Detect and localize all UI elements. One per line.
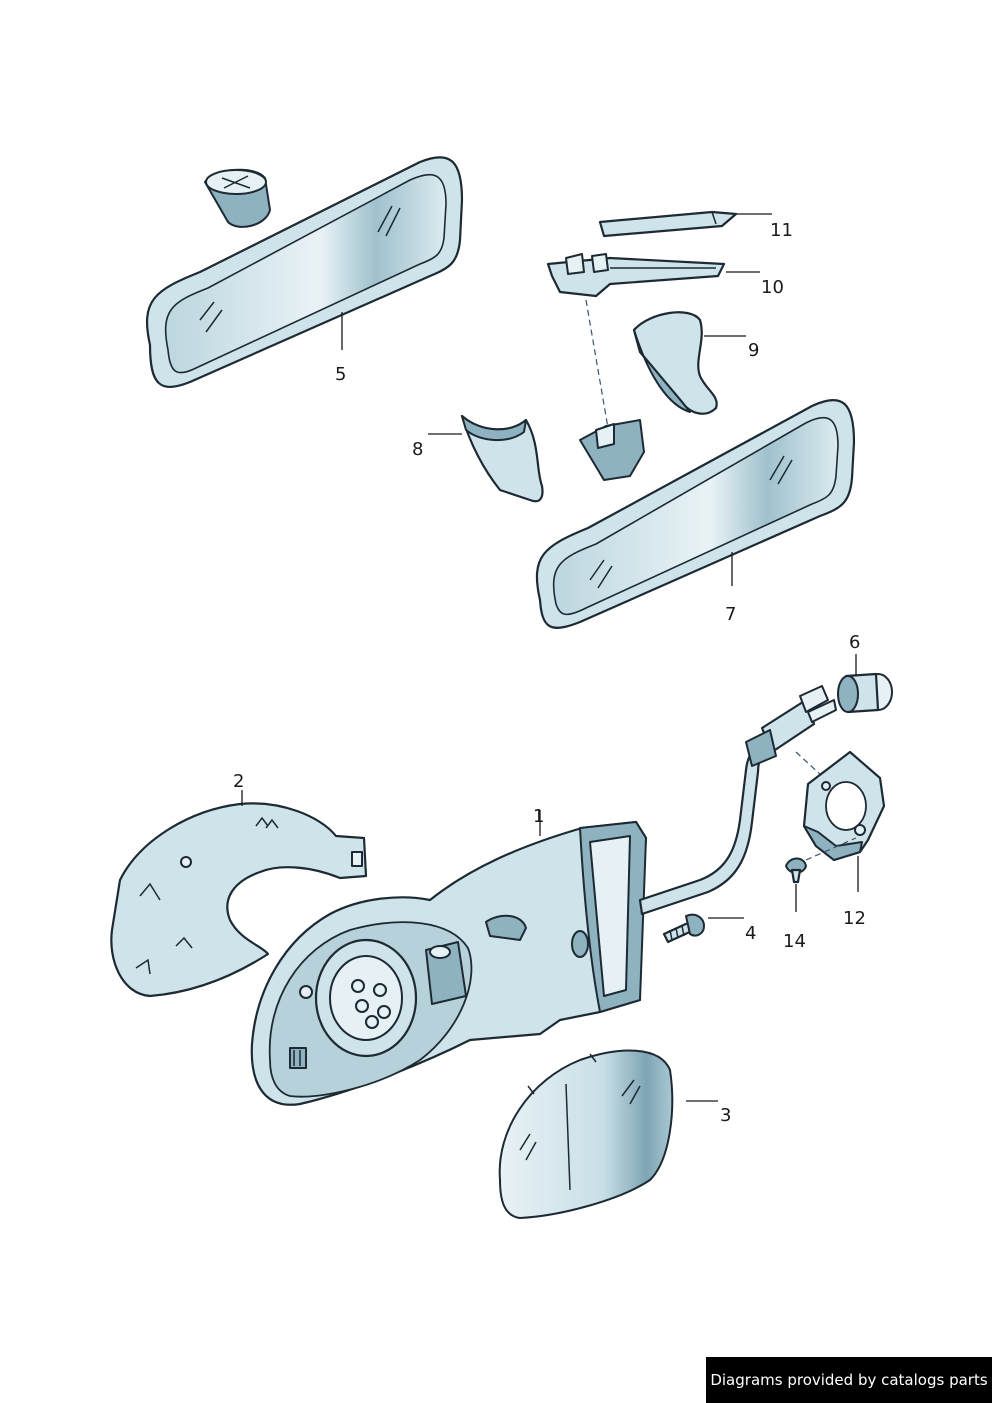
callout-2: 2 — [233, 771, 244, 792]
part-4-screw — [662, 913, 705, 944]
part-14-screw — [785, 857, 807, 884]
callout-8: 8 — [412, 439, 423, 460]
callout-12: 12 — [843, 908, 866, 929]
callout-9: 9 — [748, 340, 759, 361]
part-12-bracket — [802, 750, 886, 862]
credit-banner: Diagrams provided by catalogs parts — [706, 1357, 992, 1403]
callout-14: 14 — [783, 931, 806, 952]
assembly-line-10-7 — [585, 299, 609, 429]
part-7-interior-mirror — [535, 398, 856, 629]
part-1-mirror-assembly — [250, 734, 776, 1106]
part-9-cover — [632, 311, 718, 415]
part-3-mirror-glass — [498, 1049, 674, 1220]
credit-text: Diagrams provided by catalogs parts — [710, 1371, 988, 1389]
part-10-holder — [546, 253, 726, 298]
part-11-cover-strip — [598, 210, 738, 238]
callout-10: 10 — [761, 277, 784, 298]
part-8-cover — [460, 414, 544, 503]
part-5-interior-mirror — [145, 156, 464, 388]
callout-7: 7 — [725, 604, 736, 625]
part-2-housing-cover — [110, 802, 368, 998]
part-6-connector — [837, 672, 893, 714]
callout-5: 5 — [335, 364, 346, 385]
callout-1: 1 — [533, 806, 544, 827]
assembly-line-14-12 — [805, 837, 857, 861]
callout-6: 6 — [849, 632, 860, 653]
callout-3: 3 — [720, 1105, 731, 1126]
leader-lines — [241, 213, 859, 1102]
wiring-connector — [745, 685, 837, 767]
callout-11: 11 — [770, 220, 793, 241]
callout-4: 4 — [745, 923, 756, 944]
